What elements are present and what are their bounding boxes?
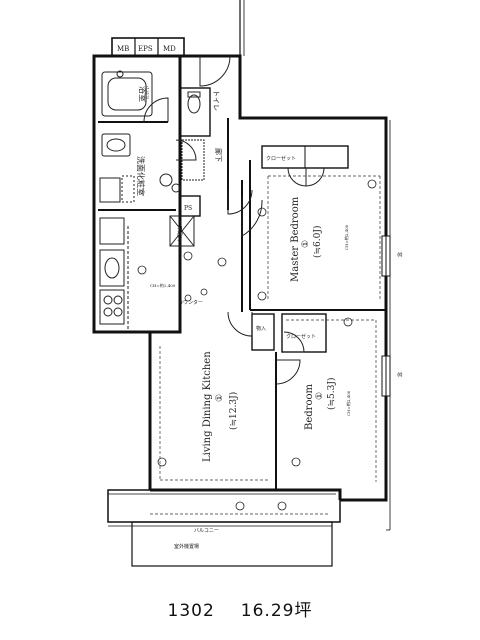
md-label: MD (163, 45, 176, 53)
balcony-label: バルコニー (194, 528, 219, 534)
living-area: (≒12.3J) (228, 392, 239, 430)
master-name: Master Bedroom (290, 196, 301, 282)
living-ch: CH=約2,400 (150, 282, 176, 288)
bedroom-ch: CH=約2,400 (345, 390, 351, 416)
bedroom-circle: ① (315, 392, 325, 400)
doors (143, 55, 325, 385)
ps-label: PS (184, 205, 192, 212)
living-circle: ① (215, 394, 225, 402)
bath-label: 浴室 (138, 86, 148, 102)
window-label-2: 窓 (396, 372, 403, 377)
bedroom-name: Bedroom (304, 384, 315, 430)
eps-label: EPS (138, 45, 153, 53)
interior-walls (98, 87, 386, 490)
service-balcony-label: 室外機置場 (174, 543, 199, 550)
bedroom-area: (≒5.3J) (326, 378, 337, 410)
mb-label: MB (117, 45, 129, 53)
master-circle: ① (301, 240, 311, 248)
annotation-lines (150, 175, 381, 515)
washroom-label: 洗面化粧室 (136, 156, 146, 196)
window-label-1: 窓 (396, 252, 403, 257)
windows (381, 235, 391, 397)
master-area: (≒6.0J) (312, 226, 323, 258)
fixtures (99, 70, 205, 330)
unit-number: 1302 (167, 601, 215, 621)
closet-bed-label: クローゼット (286, 333, 316, 340)
unit-area: 16.29坪 (240, 601, 313, 621)
plan-caption: 1302 16.29坪 (0, 596, 480, 621)
closet-master-label: クローゼット (266, 155, 296, 162)
bath-sub: (1317) (145, 86, 150, 100)
toilet-label: トイレ (212, 90, 220, 111)
electrical-symbols (137, 179, 377, 511)
master-ch: CH=約2,400 (343, 224, 349, 250)
outer-walls (92, 0, 391, 567)
shoes-label: 下足入 (176, 226, 182, 241)
room-labels: Living Dining Kitchen ① (≒12.3J) CH=約2,4… (117, 45, 403, 550)
living-name: Living Dining Kitchen (202, 351, 213, 462)
corridor-label: 廊下 (214, 148, 223, 162)
storage-label: 物入 (256, 325, 266, 332)
counter-label: カウンター (178, 299, 203, 306)
